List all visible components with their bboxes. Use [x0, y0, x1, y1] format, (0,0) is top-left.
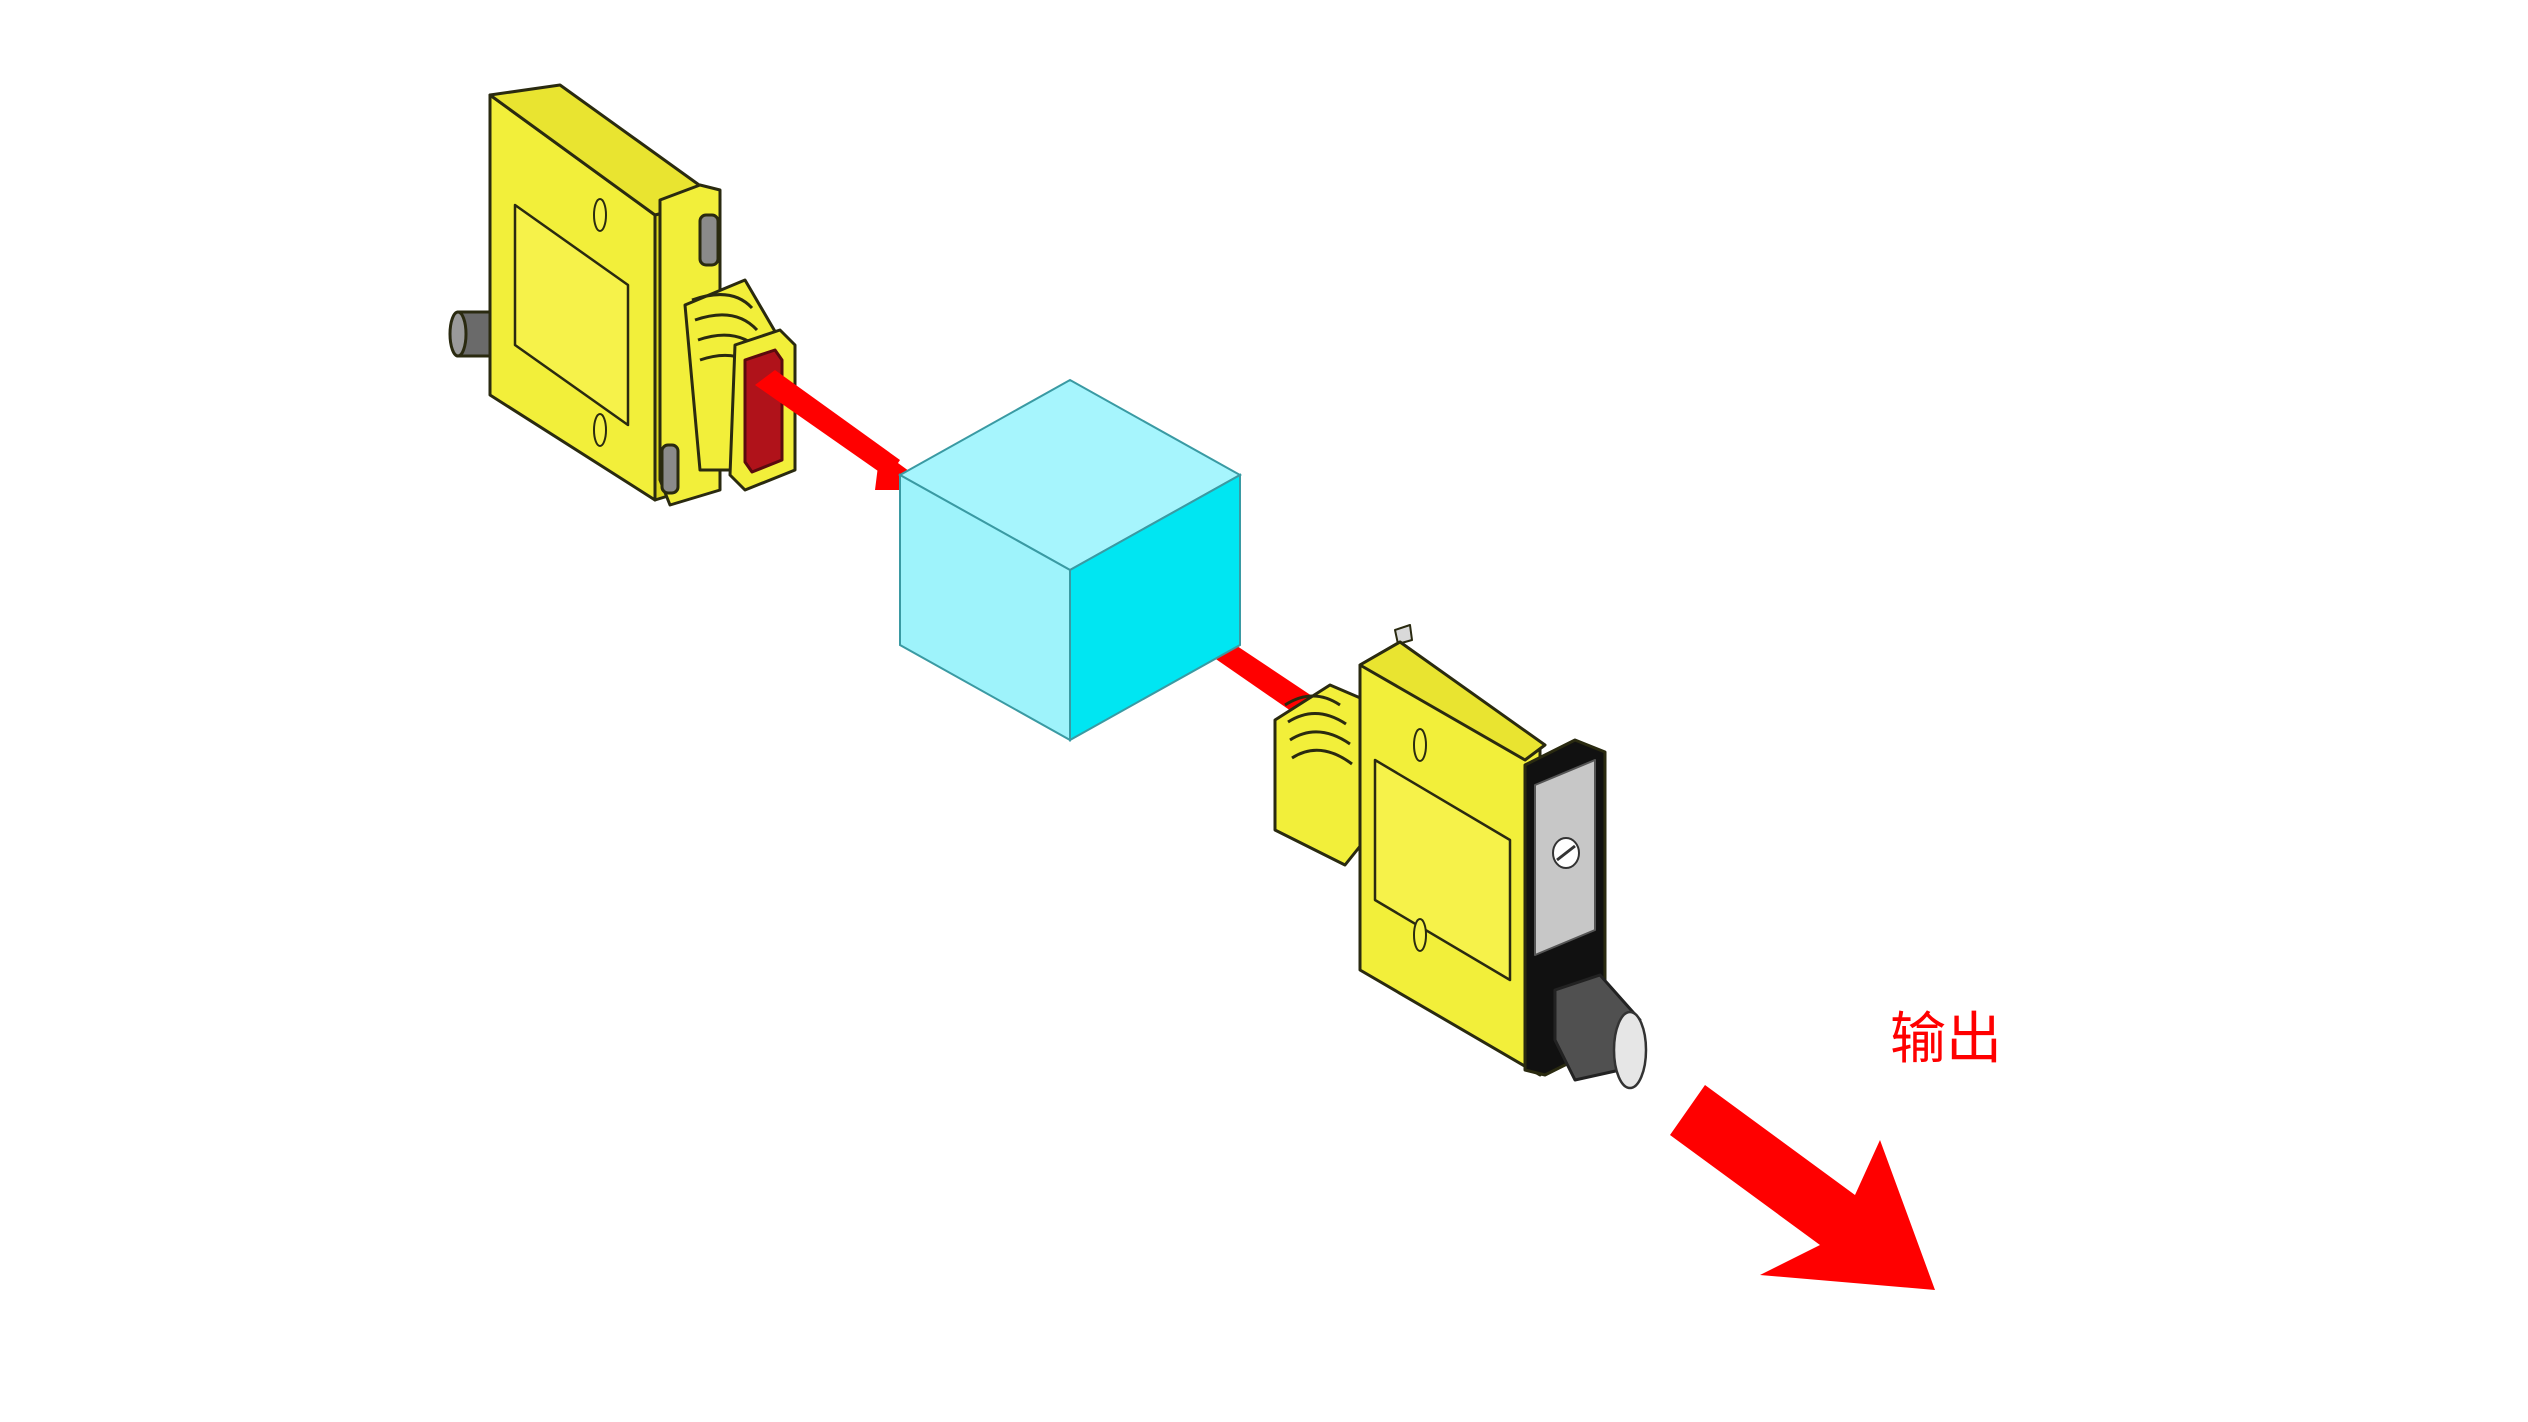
emitter-slot-top	[593, 198, 607, 232]
emitter-rear-stud	[448, 310, 495, 358]
output-arrow	[1670, 1085, 1935, 1290]
receiver-top-notch	[1394, 624, 1413, 645]
emitter-top-screw	[698, 213, 720, 267]
emitter-slot-bottom	[593, 413, 607, 447]
receiver-plate-screw	[1552, 837, 1580, 869]
emitter-label-panel	[513, 203, 630, 427]
receiver-slot-top	[1413, 728, 1427, 762]
emitter-sensor	[448, 83, 797, 507]
cube-side-face	[1069, 473, 1241, 742]
receiver-threaded-barrel	[1273, 683, 1367, 867]
receiver-body-top-face	[1358, 640, 1547, 762]
object-cube	[897, 378, 1243, 742]
receiver-sensor	[1273, 624, 1648, 1090]
emitter-bottom-screw	[660, 443, 680, 495]
emitter-lens	[743, 348, 784, 474]
output-label: 输出	[1890, 1007, 2002, 1072]
receiver-cable-connector	[1553, 973, 1648, 1090]
receiver-label-panel	[1373, 758, 1512, 982]
receiver-slot-bottom	[1413, 918, 1427, 952]
